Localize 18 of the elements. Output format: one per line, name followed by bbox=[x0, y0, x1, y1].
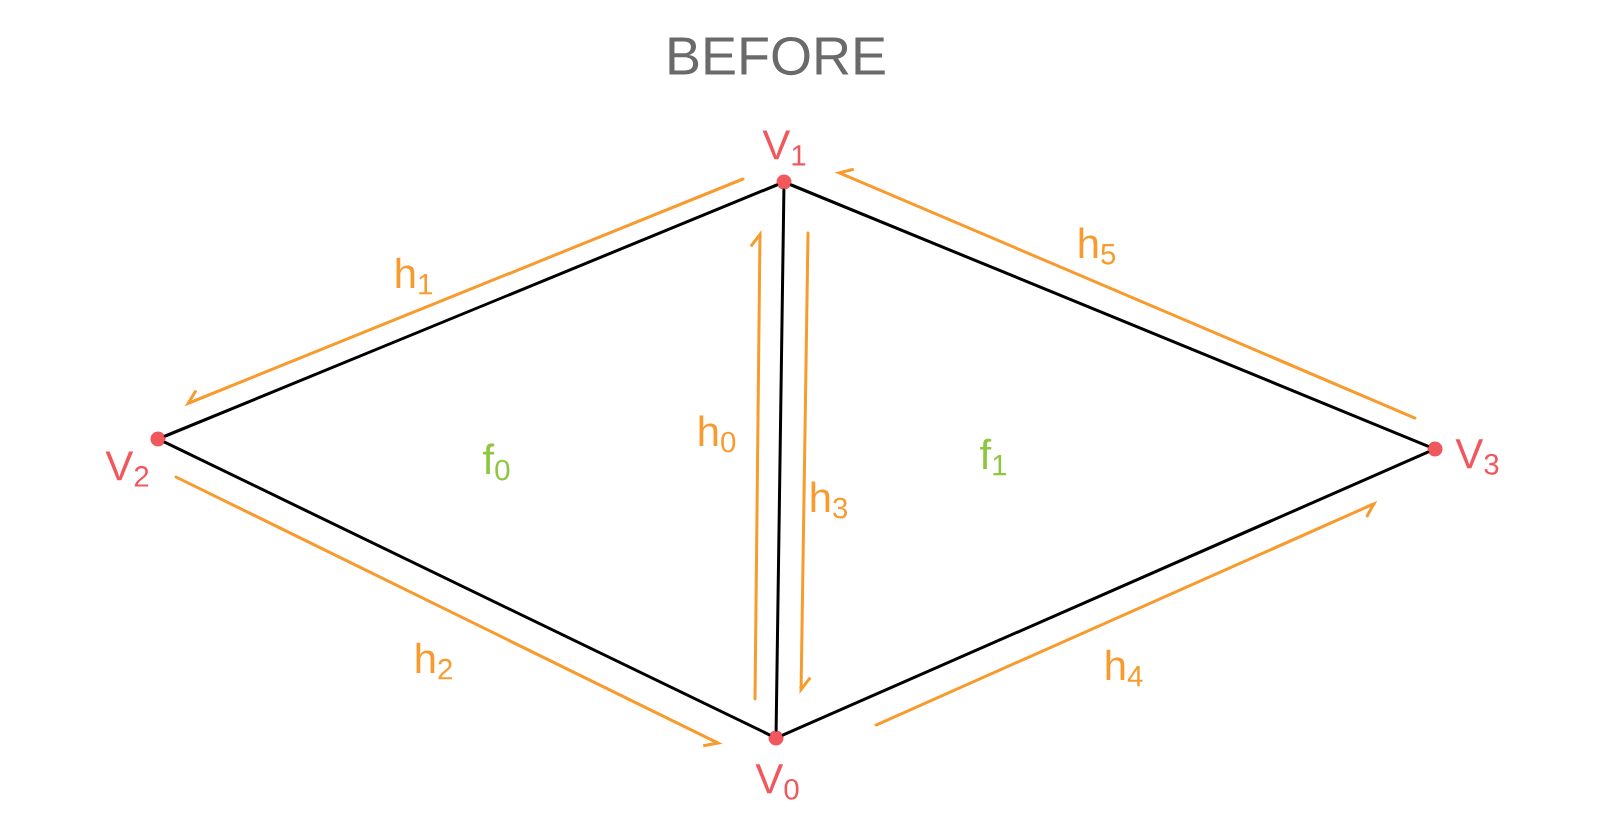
vertex-label: V$_{0}$ bbox=[755, 764, 799, 800]
half-edge-label: h$_{3}$ bbox=[811, 481, 848, 519]
vertex-label: V$_{3}$ bbox=[1455, 439, 1499, 475]
face-label: f$_{0}$ bbox=[483, 443, 510, 481]
edge-line bbox=[774, 188, 786, 732]
half-edge-label: h$_{2}$ bbox=[416, 642, 452, 680]
vertex-label: V$_{2}$ bbox=[105, 451, 149, 487]
edge-line bbox=[163, 440, 771, 737]
edge-line bbox=[781, 450, 1430, 737]
title: BEFORE bbox=[669, 36, 885, 76]
half-edge-label: h$_{0}$ bbox=[699, 415, 736, 453]
half-edge-label: h$_{4}$ bbox=[1106, 649, 1143, 687]
half-edge-label: h$_{5}$ bbox=[1079, 227, 1116, 265]
half-edge-label: h$_{1}$ bbox=[396, 257, 432, 295]
vertex-label: V$_{1}$ bbox=[762, 130, 806, 166]
face-label: f$_{1}$ bbox=[980, 438, 1007, 476]
edge-line bbox=[163, 183, 779, 438]
edge-line bbox=[789, 183, 1430, 448]
